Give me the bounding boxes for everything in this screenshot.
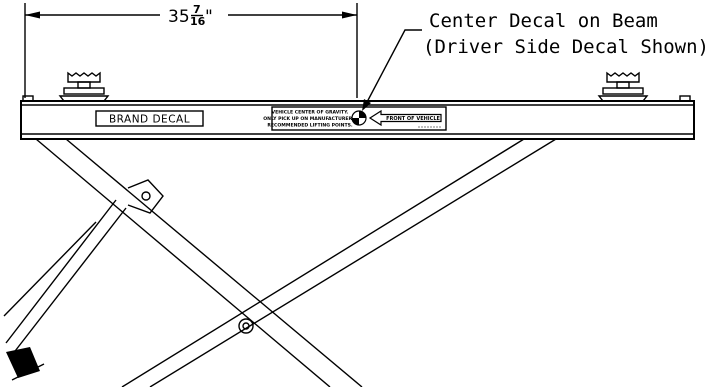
cylinder-mount-pin <box>141 191 151 201</box>
center-pivot-pin-inner <box>242 322 250 330</box>
lifting-pad-left <box>58 71 110 102</box>
main-beam <box>20 95 695 140</box>
brand-decal: BRAND DECAL <box>95 110 204 127</box>
brand-decal-label: BRAND DECAL <box>109 114 190 126</box>
callout-line-1: Center Decal on Beam <box>429 10 658 32</box>
dimension-arrow-left <box>25 11 40 19</box>
brand-decal-frame <box>95 110 204 127</box>
cg-decal-frame <box>271 106 447 131</box>
lifting-pad-right <box>597 71 649 102</box>
cg-decal-text-2: ONLY PICK UP ON MANUFACTURER'S <box>263 116 357 122</box>
arm-b-edge-lower <box>149 138 557 387</box>
beam-body <box>20 100 695 140</box>
callout-line-2: (Driver Side Decal Shown) <box>423 36 709 58</box>
cylinder-rod-edge-1 <box>11 207 127 356</box>
arm-b-edge-upper <box>121 138 525 387</box>
scissor-arms <box>35 138 557 387</box>
pad-right-stem <box>616 81 630 89</box>
center-pivot-pin <box>238 318 254 334</box>
lift-cylinder <box>3 179 164 381</box>
pad-right-base <box>597 95 649 102</box>
pad-left-tread <box>67 71 101 83</box>
dimension-frac-denominator: 16 <box>190 15 206 28</box>
pad-left-base <box>58 95 110 102</box>
dimension-frac-numerator: 7 <box>193 3 201 16</box>
cylinder-mount-bracket <box>127 179 164 214</box>
center-decal-callout: Center Decal on Beam (Driver Side Decal … <box>362 10 709 111</box>
callout-leader-line <box>365 29 422 105</box>
cylinder-rod-edge-2 <box>5 199 117 344</box>
dimension-unit-mark: " <box>205 7 213 27</box>
width-dimension: 35 7 16 " <box>24 3 358 98</box>
arm-a-edge-upper <box>35 138 331 387</box>
cylinder-end-fitting <box>6 347 40 378</box>
cg-symbol-icon <box>351 110 367 126</box>
beam-end-stop-right <box>679 95 691 102</box>
front-of-vehicle-label: FRONT OF VEHICLE <box>386 116 440 122</box>
front-arrow-icon <box>368 109 442 127</box>
pad-left-stem <box>77 81 91 89</box>
dimension-whole: 35 <box>168 7 190 27</box>
dimension-arrow-right <box>342 11 357 19</box>
pad-right-collar <box>602 87 644 95</box>
pad-left-collar <box>63 87 105 95</box>
cylinder-end-cap <box>11 363 45 381</box>
pad-right-tread <box>606 71 640 83</box>
beam-end-stop-left <box>22 95 34 102</box>
cylinder-barrel-edge <box>3 221 97 317</box>
center-of-gravity-decal: VEHICLE CENTER OF GRAVITY. ONLY PICK UP … <box>263 106 447 131</box>
arm-a-edge-lower <box>65 138 363 387</box>
cg-decal-text-3: RECOMMENDED LIFTING POINTS. <box>267 123 353 129</box>
cg-decal-text-1: VEHICLE CENTER OF GRAVITY. <box>272 110 349 116</box>
